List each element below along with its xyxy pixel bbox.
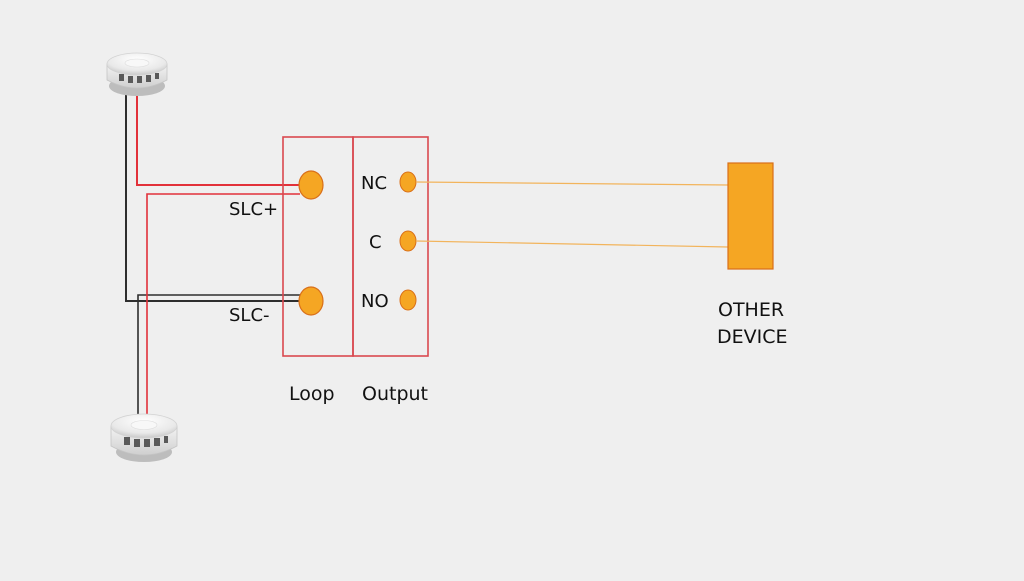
black-wire-return [137,294,300,418]
c-terminal [399,230,417,252]
no-terminal [399,289,417,311]
other-device-label-line2: DEVICE [717,326,788,348]
c-output-wire [415,240,729,248]
black-wire-slc-minus [125,88,300,302]
smoke-detector-icon [106,52,168,96]
slc-plus-terminal [298,170,324,200]
nc-terminal [399,171,417,193]
c-label: C [369,232,382,253]
other-device-block [727,162,774,270]
output-section [352,136,429,357]
red-wire-return [146,193,300,418]
no-label: NO [361,291,389,312]
interface-module [282,136,429,357]
red-wire-slc-plus [136,88,300,186]
nc-label: NC [361,173,387,194]
slc-minus-label: SLC- [229,305,270,326]
output-section-label: Output [362,383,428,405]
loop-section-label: Loop [289,383,335,405]
loop-section [282,136,354,357]
other-device-label-line1: OTHER [718,299,784,321]
nc-output-wire [415,181,729,186]
smoke-detector-icon [110,413,178,462]
slc-plus-label: SLC+ [229,199,278,220]
slc-minus-terminal [298,286,324,316]
